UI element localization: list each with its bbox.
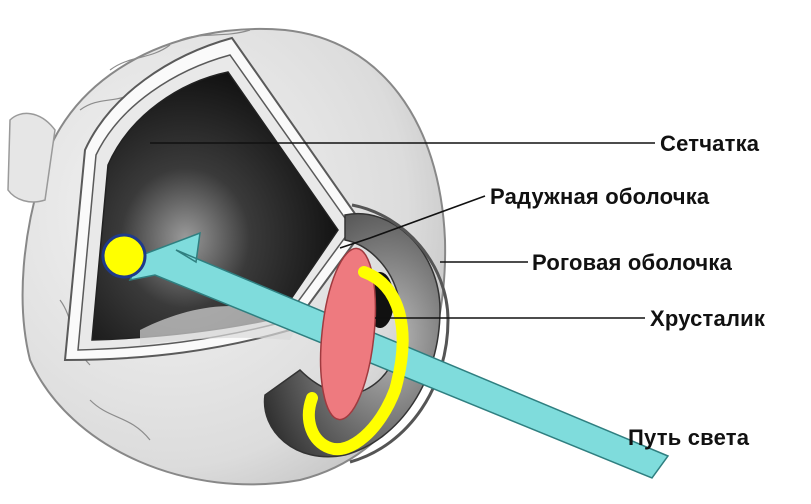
label-iris: Радужная оболочка	[490, 184, 710, 209]
label-light-path: Путь света	[628, 425, 750, 450]
focus-point	[103, 235, 145, 277]
label-retina: Сетчатка	[660, 131, 760, 156]
label-cornea: Роговая оболочка	[532, 250, 733, 275]
label-lens: Хрусталик	[650, 306, 766, 331]
